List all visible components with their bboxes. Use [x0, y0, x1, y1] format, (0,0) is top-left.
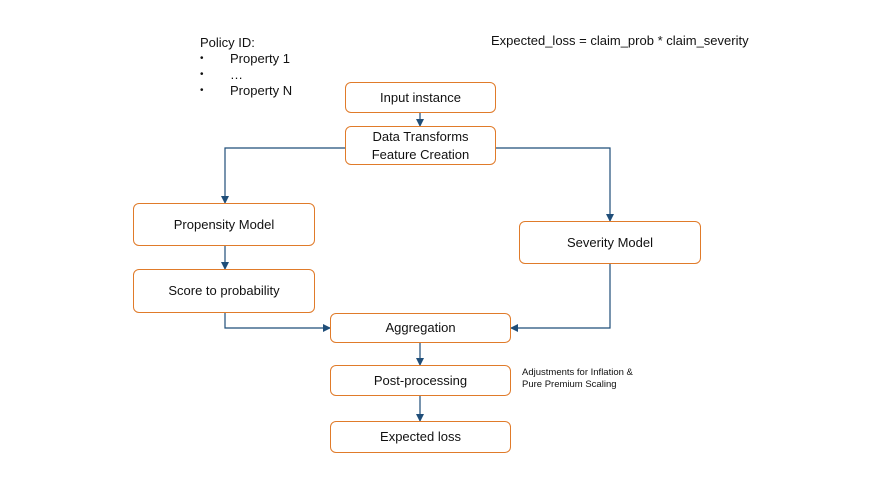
severity-model-node: Severity Model	[519, 221, 701, 264]
note-line-2: Pure Premium Scaling	[522, 379, 617, 390]
bullet: •	[200, 53, 204, 64]
aggregation-node: Aggregation	[330, 313, 511, 343]
list-item: • …	[200, 67, 292, 83]
expected-loss-formula: Expected_loss = claim_prob * claim_sever…	[491, 33, 749, 48]
post-processing-label: Post-processing	[373, 372, 468, 388]
arrow-transforms-to-propensity	[221, 147, 345, 204]
arrow-score-to-aggregation	[224, 313, 331, 332]
bullet: •	[200, 85, 204, 96]
list-item: • Property N	[200, 83, 292, 99]
score-to-probability-label: Score to probability	[168, 283, 280, 298]
property-list: • Property 1 • … • Property N	[200, 51, 292, 99]
propensity-model-label: Propensity Model	[173, 216, 275, 232]
post-processing-node: Post-processing	[330, 365, 511, 396]
property-label: Property 1	[230, 51, 290, 66]
input-instance-label: Input instance	[380, 89, 461, 105]
policy-title: Policy ID:	[200, 35, 255, 50]
score-to-probability-node: Score to probability	[133, 269, 315, 313]
aggregation-label: Aggregation	[385, 320, 456, 335]
feature-creation-label: Feature Creation	[371, 146, 470, 162]
arrow-severity-to-aggregation	[510, 264, 611, 332]
severity-model-label: Severity Model	[567, 234, 653, 250]
expected-loss-node: Expected loss	[330, 421, 511, 453]
property-label: …	[230, 67, 243, 82]
bullet: •	[200, 69, 204, 80]
list-item: • Property 1	[200, 51, 292, 67]
input-instance-node: Input instance	[345, 82, 496, 113]
propensity-model-node: Propensity Model	[133, 203, 315, 246]
property-label: Property N	[230, 83, 293, 98]
data-transforms-node: Data Transforms Feature Creation	[345, 126, 496, 165]
note-line-1: Adjustments for Inflation &	[522, 367, 633, 378]
expected-loss-label: Expected loss	[380, 429, 461, 444]
data-transforms-label: Data Transforms	[372, 128, 469, 144]
policy-list: Policy ID: • Property 1 • … • Property N	[200, 35, 292, 99]
arrow-transforms-to-severity	[496, 147, 614, 222]
post-processing-note: Adjustments for Inflation & Pure Premium…	[522, 367, 633, 391]
